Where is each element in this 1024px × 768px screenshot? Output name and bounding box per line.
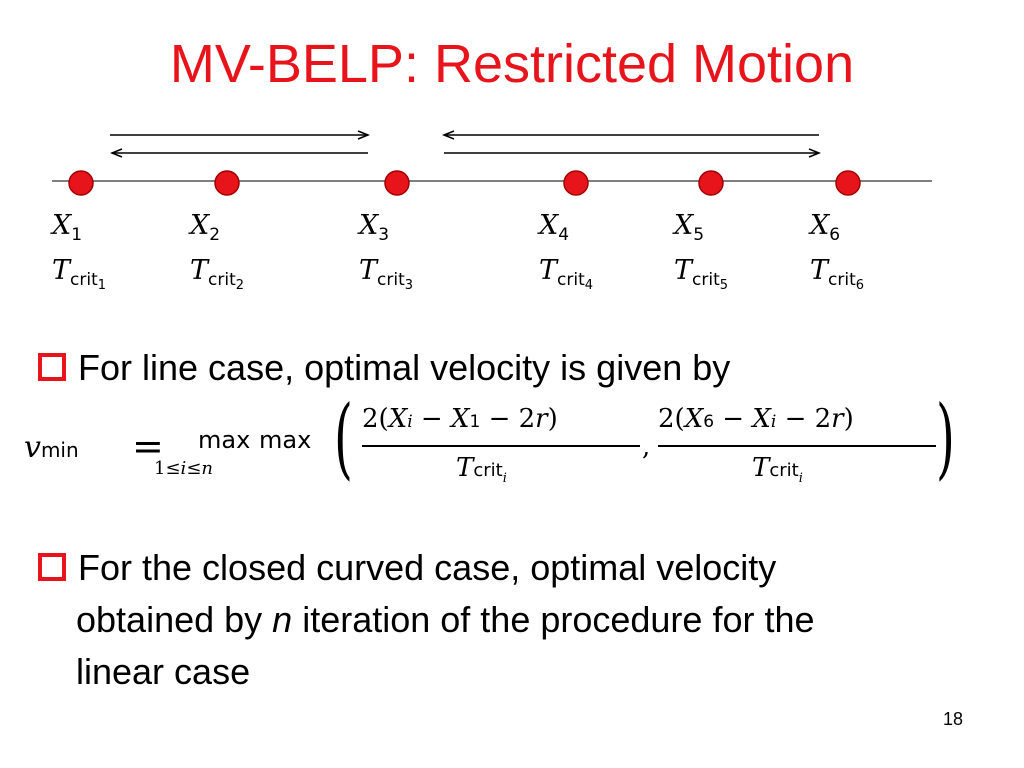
page-number: 18 [942, 709, 963, 729]
fraction1-denominator: Tcriti [456, 453, 507, 486]
point-2 [214, 170, 240, 196]
point-1 [68, 170, 94, 196]
fraction2-numerator: 2(X6 − Xi − 2r) [658, 404, 854, 434]
bullet-text-line1: For the closed curved case, optimal velo… [78, 547, 777, 588]
formula-max-inner: max [259, 426, 312, 454]
arrowhead-right [357, 130, 371, 140]
checkbox-bullet-icon [38, 553, 66, 582]
velocity-formula: vmin = max 1≤i≤n max ( 2(Xi − X1 − 2r) T… [24, 388, 984, 500]
t-label-4: Tcrit4 [539, 255, 594, 294]
arrowhead-left [441, 130, 455, 140]
formula-max-outer: max [198, 426, 251, 454]
slide-title: MV-BELP: Restricted Motion [169, 34, 855, 94]
bullet-text-line3: linear case [76, 651, 251, 692]
point-4 [563, 170, 589, 196]
line-diagram [52, 130, 932, 196]
fraction2-bar [658, 445, 936, 447]
point-5 [698, 170, 724, 196]
x-label-6: X6 [810, 210, 841, 246]
formula-max-range: 1≤i≤n [154, 458, 213, 479]
formula-right-paren: ) [936, 386, 955, 489]
point-6 [835, 170, 861, 196]
point-3 [384, 170, 410, 196]
arrow-left-pair [109, 130, 371, 158]
x-label-2: X2 [190, 210, 221, 246]
fraction2-denominator: Tcriti [752, 453, 803, 486]
x-label-1: X1 [52, 210, 83, 246]
formula-left-paren: ( [334, 386, 353, 489]
arrow-right-pair [441, 130, 822, 158]
bullet-text: For line case, optimal velocity is given… [78, 347, 731, 388]
formula-comma: , [642, 432, 651, 462]
bullet-text-line2: obtained by n iteration of the procedure… [76, 599, 815, 640]
formula-lhs: vmin [24, 430, 79, 465]
bullet-line-case: For line case, optimal velocity is given… [38, 346, 730, 390]
fraction1-numerator: 2(Xi − X1 − 2r) [362, 404, 558, 434]
arrowhead-right [808, 148, 822, 158]
t-label-1: Tcrit1 [52, 255, 107, 294]
t-label-5: Tcrit5 [674, 255, 729, 294]
x-label-5: X5 [674, 210, 705, 246]
t-label-3: Tcrit3 [359, 255, 414, 294]
x-label-3: X3 [359, 210, 390, 246]
t-label-6: Tcrit6 [810, 255, 865, 294]
checkbox-bullet-icon [38, 353, 66, 382]
bullet-closed-curve-case: For the closed curved case, optimal velo… [38, 546, 776, 590]
fraction1-bar [362, 445, 640, 447]
x-label-4: X4 [539, 210, 570, 246]
arrowhead-left [109, 148, 123, 158]
formula-equals: = [132, 424, 164, 468]
t-label-2: Tcrit2 [190, 255, 245, 294]
